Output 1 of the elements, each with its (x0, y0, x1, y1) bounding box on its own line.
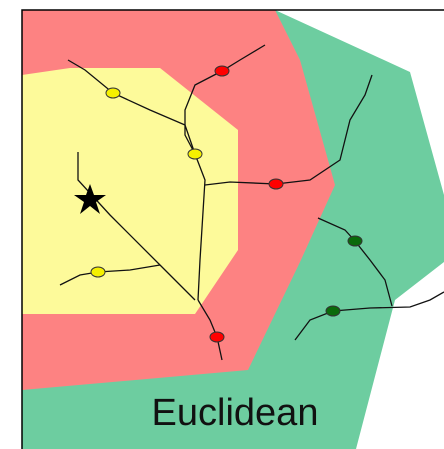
zone-label: Euclidean (150, 392, 320, 435)
